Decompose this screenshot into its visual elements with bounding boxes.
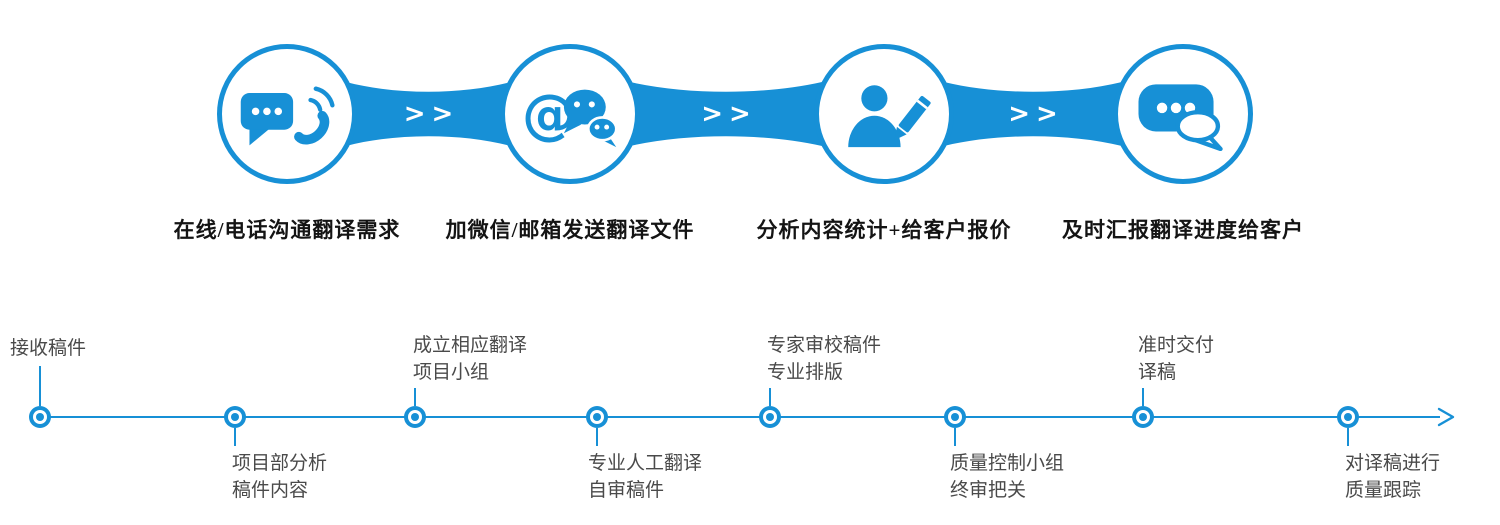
timeline-line bbox=[38, 416, 1440, 418]
timeline-label-line: 终审把关 bbox=[950, 480, 1027, 501]
process-step-circle-quote bbox=[814, 44, 954, 184]
connector-ribbon-shape bbox=[630, 82, 822, 146]
timeline-label-receive-manuscript: 接收稿件 bbox=[10, 335, 86, 362]
timeline-label-quality-control: 质量控制小组 终审把关 bbox=[950, 450, 1064, 504]
timeline-dot-6 bbox=[944, 406, 966, 428]
timeline-dot-7 bbox=[1132, 406, 1154, 428]
timeline-dot-ring bbox=[763, 410, 777, 424]
timeline-dot-2 bbox=[224, 406, 246, 428]
process-step-circle-progress-report bbox=[1113, 44, 1253, 184]
timeline-tick-5 bbox=[769, 388, 771, 406]
timeline-tick-8 bbox=[1347, 428, 1349, 446]
timeline-dot-ring bbox=[948, 410, 962, 424]
timeline-label-line: 项目部分析 bbox=[232, 453, 328, 474]
process-connector-2: >> bbox=[630, 82, 822, 146]
timeline-label-project-dept-analysis: 项目部分析 稿件内容 bbox=[232, 450, 327, 504]
timeline-label-line: 专家审校稿件 bbox=[767, 335, 882, 356]
process-step-circle-send-files: @ bbox=[500, 44, 640, 184]
timeline-label-line: 质量控制小组 bbox=[950, 453, 1065, 474]
timeline-dot-core bbox=[411, 413, 419, 421]
timeline-label-line: 专业排版 bbox=[767, 362, 844, 383]
connector-chevrons-icon: >> bbox=[701, 99, 757, 129]
timeline-label-human-translation: 专业人工翻译 自审稿件 bbox=[588, 450, 702, 504]
timeline-tick-7 bbox=[1142, 388, 1144, 406]
timeline-arrow-icon bbox=[1437, 407, 1455, 427]
timeline-dot-1 bbox=[29, 406, 51, 428]
timeline-label-line: 对译稿进行 bbox=[1345, 453, 1441, 474]
timeline-label-on-time-delivery: 准时交付 译稿 bbox=[1138, 332, 1214, 386]
timeline-label-line: 成立相应翻译 bbox=[413, 335, 528, 356]
timeline-dot-core bbox=[1344, 413, 1352, 421]
connector-chevrons-icon: >> bbox=[1008, 99, 1064, 129]
timeline-dot-core bbox=[231, 413, 239, 421]
timeline-dot-ring bbox=[408, 410, 422, 424]
chat-bubbles-icon bbox=[1138, 84, 1223, 151]
timeline-tick-3 bbox=[414, 388, 416, 406]
connector-ribbon-shape bbox=[944, 82, 1122, 146]
timeline-label-line: 专业人工翻译 bbox=[588, 453, 703, 474]
at-wechat-icon: @ bbox=[522, 83, 618, 148]
analyst-pencil-icon bbox=[848, 85, 931, 148]
timeline-dot-core bbox=[951, 413, 959, 421]
timeline-dot-core bbox=[1139, 413, 1147, 421]
process-step-label-send-files: 加微信/邮箱发送翻译文件 bbox=[445, 218, 695, 242]
timeline-dot-ring bbox=[228, 410, 242, 424]
timeline-label-line: 项目小组 bbox=[413, 362, 490, 383]
timeline-dot-ring bbox=[33, 410, 47, 424]
timeline-dot-8 bbox=[1337, 406, 1359, 428]
process-connector-3: >> bbox=[944, 82, 1122, 146]
timeline-dot-core bbox=[36, 413, 44, 421]
timeline-label-form-project-team: 成立相应翻译 项目小组 bbox=[413, 332, 527, 386]
timeline-dot-5 bbox=[759, 406, 781, 428]
timeline-dot-ring bbox=[590, 410, 604, 424]
timeline-label-line: 质量跟踪 bbox=[1345, 480, 1422, 501]
timeline-dot-core bbox=[766, 413, 774, 421]
connector-ribbon-shape bbox=[346, 82, 511, 146]
chat-phone-icon bbox=[240, 86, 335, 146]
timeline-label-line: 自审稿件 bbox=[588, 480, 665, 501]
process-step-circle-contact bbox=[217, 44, 357, 184]
timeline-label-expert-review: 专家审校稿件 专业排版 bbox=[767, 332, 881, 386]
timeline-label-line: 译稿 bbox=[1138, 362, 1177, 383]
timeline-dot-3 bbox=[404, 406, 426, 428]
timeline-dot-core bbox=[593, 413, 601, 421]
timeline-dot-ring bbox=[1136, 410, 1150, 424]
timeline-label-quality-tracking: 对译稿进行 质量跟踪 bbox=[1345, 450, 1440, 504]
timeline-tick-4 bbox=[596, 428, 598, 446]
timeline-dot-4 bbox=[586, 406, 608, 428]
process-step-label-quote: 分析内容统计+给客户报价 bbox=[756, 218, 1012, 242]
timeline-tick-1 bbox=[39, 366, 41, 406]
timeline-label-line: 接收稿件 bbox=[10, 338, 87, 359]
process-step-label-progress-report: 及时汇报翻译进度给客户 bbox=[1062, 218, 1304, 242]
process-connector-1: >> bbox=[346, 82, 511, 146]
timeline-tick-2 bbox=[234, 428, 236, 446]
timeline-tick-6 bbox=[954, 428, 956, 446]
timeline-dot-ring bbox=[1341, 410, 1355, 424]
process-step-label-contact: 在线/电话沟通翻译需求 bbox=[173, 218, 401, 242]
connector-chevrons-icon: >> bbox=[403, 99, 460, 129]
timeline-label-line: 准时交付 bbox=[1138, 335, 1215, 356]
timeline-label-line: 稿件内容 bbox=[232, 480, 309, 501]
